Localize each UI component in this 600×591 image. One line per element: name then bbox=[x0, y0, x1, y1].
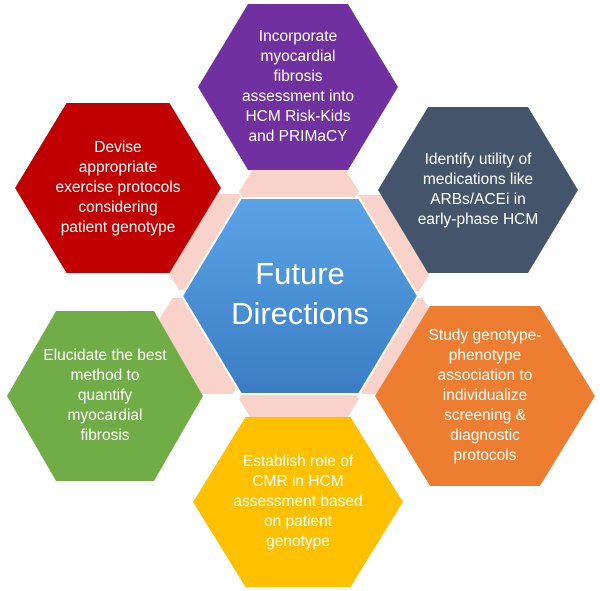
hexagon-lower-left: Elucidate the best method to quantify myoca… bbox=[7, 311, 203, 481]
hexagon-label-lower-right-line: individualize bbox=[443, 387, 527, 404]
hexagon-label-bottom-line: CMR in HCM bbox=[252, 473, 343, 490]
hexagon-label-lower-left: Elucidate the best method to quantify myoca… bbox=[43, 347, 167, 444]
hexagon-bottom: Establish role of CMR in HCM assessment ba… bbox=[193, 417, 403, 587]
hexagon-label-upper-right-line: early-phase HCM bbox=[418, 211, 539, 228]
hexagon-label-lower-right-line: diagnostic bbox=[450, 427, 520, 444]
hexagon-label-upper-right-line: Identify utility of bbox=[425, 151, 533, 168]
outer-hexagon-layer: Incorporate myocardial fibrosis assessment … bbox=[7, 4, 595, 587]
hexagon-shape-upper-left bbox=[15, 103, 221, 273]
hexagon-label-lower-right-line: Study genotype- bbox=[429, 327, 542, 344]
hexagon-label-upper-left-line: patient genotype bbox=[61, 219, 176, 236]
hexagon-label-lower-right-line: phenotype bbox=[449, 347, 521, 364]
hexagon-label-top: Incorporate myocardial fibrosis assessment … bbox=[242, 28, 354, 145]
hexagon-label-bottom-line: on patient bbox=[264, 513, 333, 530]
hexagon-shape-bottom bbox=[193, 417, 403, 587]
hexagon-label-bottom: Establish role of CMR in HCM assessment ba… bbox=[233, 453, 362, 550]
hexagon-label-upper-left: Devise appropriate exercise protocols consi… bbox=[56, 139, 181, 236]
hexagon-label-upper-left-line: exercise protocols bbox=[56, 179, 181, 196]
hexagon-label-top-line: assessment into bbox=[242, 88, 354, 105]
hexagon-label-upper-left-line: Devise bbox=[94, 139, 141, 156]
hexagon-label-top-line: myocardial bbox=[261, 48, 336, 65]
hexagon-label-lower-right: Study genotype-phenotype association to in… bbox=[429, 327, 542, 464]
hexagon-label-upper-right-line: ARBs/ACEi in bbox=[430, 191, 526, 208]
hexagon-shape-upper-right bbox=[378, 107, 578, 273]
hexagon-label-top-line: HCM Risk-Kids bbox=[245, 108, 350, 125]
hexagon-label-lower-left-line: Elucidate the best bbox=[43, 347, 167, 364]
hexagon-label-bottom-line: assessment based bbox=[233, 493, 362, 510]
hexagon-upper-left: Devise appropriate exercise protocols consi… bbox=[15, 103, 221, 273]
hexagon-label-upper-right-line: medications like bbox=[423, 171, 533, 188]
hexagon-lower-right: Study genotype-phenotype association to in… bbox=[375, 306, 595, 486]
hexagon-label-lower-left-line: method to bbox=[71, 367, 140, 384]
hexagon-label-bottom-line: genotype bbox=[266, 533, 330, 550]
hexagon-shape-top bbox=[198, 4, 398, 170]
hexagon-label-upper-left-line: considering bbox=[78, 199, 157, 216]
hexagon-label-top-line: and PRIMaCY bbox=[248, 128, 347, 145]
hexagon-label-center-line: Future bbox=[255, 256, 345, 291]
hexagon-shape-lower-right bbox=[375, 306, 595, 486]
hexagon-label-lower-left-line: myocardial bbox=[68, 407, 143, 424]
hexagon-label-top-line: Incorporate bbox=[259, 28, 337, 45]
hexagon-label-center-line: Directions bbox=[231, 296, 369, 331]
hexagon-label-top-line: fibrosis bbox=[273, 68, 322, 85]
hexagon-shape-center bbox=[180, 197, 420, 395]
hexagon-label-bottom-line: Establish role of bbox=[243, 453, 354, 470]
hexagon-label-lower-left-line: fibrosis bbox=[80, 427, 129, 444]
hexagon-label-lower-right-line: association to bbox=[438, 367, 533, 384]
hexagon-top: Incorporate myocardial fibrosis assessment … bbox=[198, 4, 398, 170]
hexagon-label-upper-left-line: appropriate bbox=[79, 159, 157, 176]
hexagon-label-lower-right-line: protocols bbox=[454, 447, 517, 464]
hexagon-label-lower-left-line: quantify bbox=[78, 387, 133, 404]
hexagon-label-lower-right-line: screening & bbox=[444, 407, 527, 424]
hexagon-shape-lower-left bbox=[7, 311, 203, 481]
